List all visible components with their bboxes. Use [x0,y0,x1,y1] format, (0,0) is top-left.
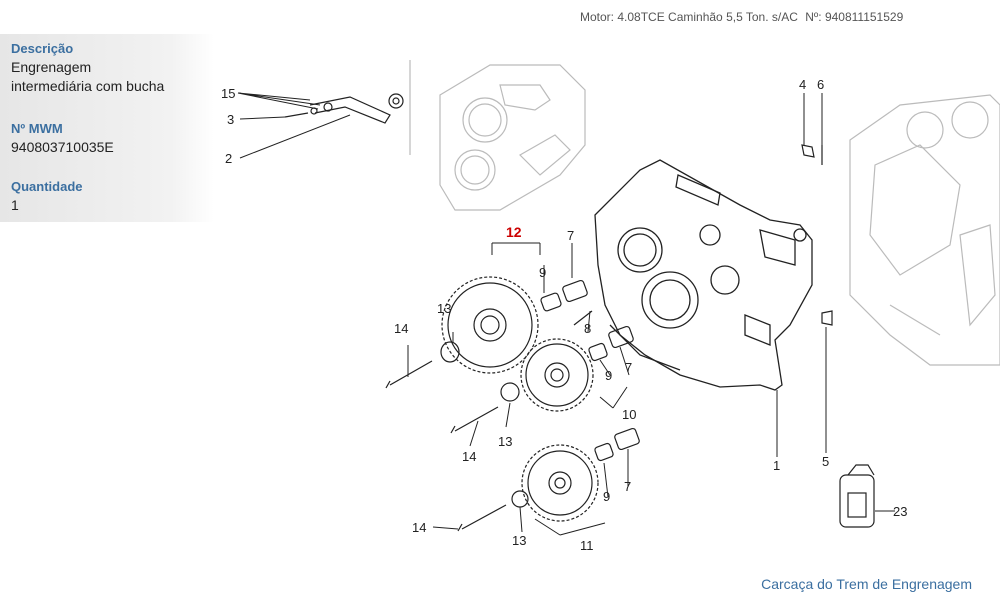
callout-13-low[interactable]: 13 [512,533,526,548]
callout-9-low[interactable]: 9 [603,489,610,504]
callout-7-low[interactable]: 7 [624,479,631,494]
callout-13-top[interactable]: 13 [437,301,451,316]
gear-lower-11 [521,444,599,522]
callout-14-top[interactable]: 14 [394,321,408,336]
quantity-label: Quantidade [11,179,83,194]
engine-block-left [409,60,586,211]
callout-3[interactable]: 3 [227,112,234,127]
quantity-value: 1 [11,197,19,213]
callout-8[interactable]: 8 [584,321,591,336]
diagram-svg: 15 3 2 4 6 12 7 9 13 14 8 9 7 10 14 13 9… [221,60,1000,553]
mwm-number-field: Nº MWM 940803710035E [11,121,114,157]
bushings-and-pins [385,144,875,532]
callout-7-top[interactable]: 7 [567,228,574,243]
gear-large-12 [441,276,539,374]
description-line-1: Engrenagem [11,59,92,75]
description-field: Descrição Engrenagem intermediária com b… [11,41,164,96]
callout-4[interactable]: 4 [799,77,806,92]
mwm-value: 940803710035E [11,139,114,155]
description-line-2: intermediária com bucha [11,78,165,94]
callout-13-mid[interactable]: 13 [498,434,512,449]
leader-lines [237,92,895,536]
motor-label: Motor: 4.08TCE Caminhão 5,5 Ton. s/AC [580,10,798,24]
callout-7-mid[interactable]: 7 [625,360,632,375]
gear-housing [594,159,813,391]
engine-block-right [849,94,1000,366]
gear-medium-10 [520,338,594,412]
mwm-label: Nº MWM [11,121,63,136]
callout-12[interactable]: 12 [506,224,522,240]
callout-11[interactable]: 11 [580,538,594,553]
callout-14-low[interactable]: 14 [412,520,426,535]
description-value: Engrenagem intermediária com bucha [11,58,164,96]
callout-23[interactable]: 23 [893,504,907,519]
callout-6[interactable]: 6 [817,77,824,92]
callout-1[interactable]: 1 [773,458,780,473]
catalog-number: Nº: 940811151529 [805,10,904,24]
description-label: Descrição [11,41,74,56]
exploded-diagram: 15 3 2 4 6 12 7 9 13 14 8 9 7 10 14 13 9… [200,35,1000,555]
callout-10[interactable]: 10 [622,407,636,422]
callout-14-mid[interactable]: 14 [462,449,476,464]
callout-9-mid[interactable]: 9 [605,368,612,383]
callout-15[interactable]: 15 [221,86,235,101]
callout-9-top[interactable]: 9 [539,265,546,280]
part-info-panel: Descrição Engrenagem intermediária com b… [0,34,214,222]
quantity-field: Quantidade 1 [11,179,83,215]
callout-5[interactable]: 5 [822,454,829,469]
callout-2[interactable]: 2 [225,151,232,166]
callout-labels: 15 3 2 4 6 12 7 9 13 14 8 9 7 10 14 13 9… [221,77,907,553]
oil-pipe [284,93,404,124]
section-title: Carcaça do Trem de Engrenagem [761,576,972,592]
header-bar: Motor: 4.08TCE Caminhão 5,5 Ton. s/AC Nº… [580,10,907,24]
